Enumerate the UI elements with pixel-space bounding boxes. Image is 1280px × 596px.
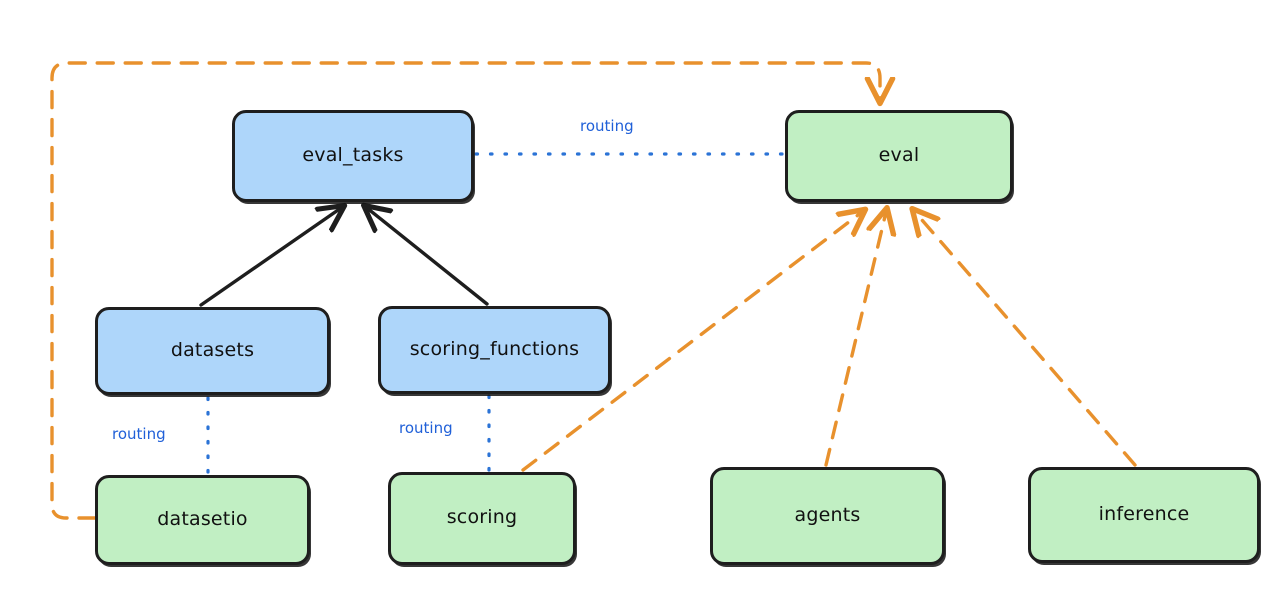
- node-scoring-label: scoring: [446, 506, 518, 528]
- node-eval-tasks-label: eval_tasks: [302, 143, 404, 166]
- edge-datasets-to-eval_tasks: [199, 208, 341, 307]
- node-datasets-label: datasets: [170, 338, 255, 361]
- edge-scoring_functions-to-eval_tasks: [367, 208, 489, 306]
- edge-datasetio-to-eval: [50, 61, 880, 520]
- node-datasets[interactable]: datasets: [95, 307, 330, 395]
- edge-inference-to-eval: [915, 212, 1137, 467]
- node-agents[interactable]: agents: [710, 467, 945, 565]
- node-datasetio-label: datasetio: [157, 507, 248, 530]
- edge-label-routing-eval-tasks-eval: routing: [580, 117, 634, 135]
- edge-label-routing-scoring-functions-scoring: routing: [399, 419, 453, 437]
- node-inference-label: inference: [1098, 502, 1190, 525]
- edge-scoring-to-eval: [521, 212, 862, 472]
- node-scoring-functions[interactable]: scoring_functions: [378, 306, 611, 394]
- node-eval-tasks[interactable]: eval_tasks: [232, 110, 474, 202]
- node-eval[interactable]: eval: [785, 110, 1013, 202]
- edge-label-routing-datasets-datasetio: routing: [112, 425, 166, 443]
- node-eval-label: eval: [878, 143, 920, 166]
- node-scoring-functions-label: scoring_functions: [409, 337, 580, 360]
- node-datasetio[interactable]: datasetio: [95, 475, 310, 565]
- node-scoring[interactable]: scoring: [388, 472, 576, 565]
- edge-agents-to-eval: [824, 212, 886, 467]
- node-agents-label: agents: [794, 503, 861, 526]
- node-inference[interactable]: inference: [1028, 467, 1260, 563]
